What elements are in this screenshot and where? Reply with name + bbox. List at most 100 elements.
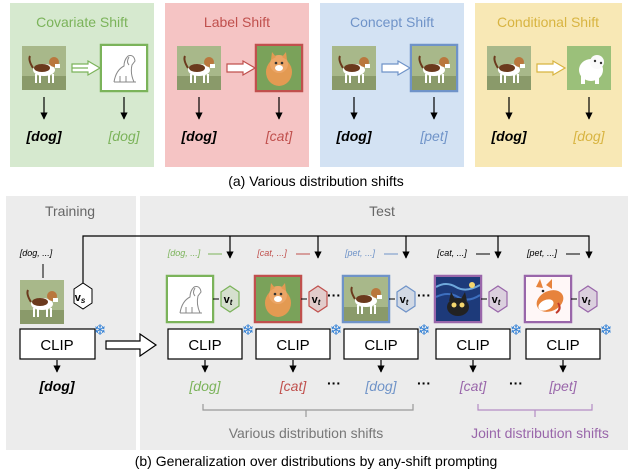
ellipsis: ··· [509,375,523,391]
transfer-arrow-icon [105,332,158,358]
panel-concept-shift: Concept Shift [dog] [pet] [320,3,464,167]
panel-title: Conditional Shift [497,14,599,30]
vector-subscript: s [81,296,86,305]
output-label: [dog] [107,128,140,144]
kitten-image [256,277,300,321]
output-label: [cat] [265,128,294,144]
beagle-image [332,46,376,90]
vector-vt-label: vt [400,294,409,307]
sketch-dog-image [102,46,146,90]
vector-vt-label: vt [224,294,233,307]
clip-label: CLIP [456,337,489,354]
input-label: [dog] [336,128,373,144]
connector-lines [82,235,593,289]
ellipsis: ··· [327,287,341,303]
input-label: [dog] [26,128,63,144]
clip-box [525,328,601,360]
panel-title: Label Shift [204,14,270,30]
vector-symbol: v [75,292,82,304]
sketch-image [168,277,212,321]
clip-label: CLIP [546,337,579,354]
test-title: Test [369,203,395,219]
output-label: [pet] [419,128,448,144]
test-output: [dog] [364,378,397,394]
input-label: [dog] [491,128,528,144]
kitten-image [257,46,301,90]
clip-box [435,328,511,360]
frozen-snowflake-icon: ❄ [330,322,343,339]
beagle-image [344,277,388,321]
train-output: [dog] [39,378,76,394]
test-prompt: [dog, ...] [167,248,201,258]
training-column: [dog, ...] vs CLIP ❄ [dog] [19,248,107,394]
training-title: Training [45,203,95,219]
clip-box [343,328,419,360]
panel-covariate-shift: Covariate Shift [dog] [dog] [10,3,154,167]
ellipsis: ··· [327,375,341,391]
panel-conditional-shift: Conditional Shift [dog] [dog] [475,3,622,167]
clip-label: CLIP [276,337,309,354]
shift-arrow-icon [381,59,412,77]
frozen-snowflake-icon: ❄ [242,322,255,339]
various-shifts-label: Various distribution shifts [229,425,384,441]
ellipsis: ··· [417,287,431,303]
train-prompt: [dog, ...] [19,248,53,258]
shift-arrow-icon [226,59,257,77]
beagle-image [487,46,531,90]
vector-vt-icon [220,285,240,313]
clip-label: CLIP [40,337,73,354]
vector-vt-icon [488,285,508,313]
panel-title: Concept Shift [350,14,434,30]
clip-label: CLIP [188,337,221,354]
various-bracket [202,404,414,411]
shift-arrow-icon [536,59,567,77]
vector-vt-icon [396,285,416,313]
frozen-snowflake-icon: ❄ [600,322,613,339]
panel-label-shift: Label Shift [dog] [cat] [165,3,309,167]
starry-image [436,277,480,321]
clip-box [255,328,331,360]
beagle-image [177,46,221,90]
frozen-snowflake-icon: ❄ [510,322,523,339]
beagle-image [22,46,66,90]
test-output: [dog] [188,378,221,394]
beagle-image [20,280,64,324]
test-prompt: [pet, ...] [344,248,376,258]
shift-arrow-icon [71,59,102,77]
vector-vt-label: vt [312,294,321,307]
frozen-snowflake-icon: ❄ [94,322,107,339]
joint-shifts-label: Joint distribution shifts [471,425,609,441]
puppy-image [567,46,611,90]
test-prompt: [cat, ...] [436,248,467,258]
test-output: [pet] [548,378,577,394]
caption-b: (b) Generalization over distributions by… [135,453,498,469]
output-label: [dog] [572,128,605,144]
svg-text:vs: vs [75,292,86,305]
beagle-image [412,46,456,90]
vector-vt-label: vt [492,294,501,307]
test-output: [cat] [459,378,488,394]
vector-vt-label: vt [582,294,591,307]
caption-a: (a) Various distribution shifts [228,173,404,189]
vector-vs-icon [73,282,93,310]
panel-title: Covariate Shift [36,14,128,30]
test-prompt: [pet, ...] [526,248,558,258]
ellipsis: ··· [417,375,431,391]
input-label: [dog] [181,128,218,144]
corgi-image [526,277,570,321]
clip-box [167,328,243,360]
frozen-snowflake-icon: ❄ [418,322,431,339]
test-output: [cat] [279,378,308,394]
test-prompt: [cat, ...] [256,248,287,258]
clip-box [19,328,96,360]
vector-vt-icon [578,285,598,313]
clip-label: CLIP [364,337,397,354]
vector-vt-icon [308,285,328,313]
